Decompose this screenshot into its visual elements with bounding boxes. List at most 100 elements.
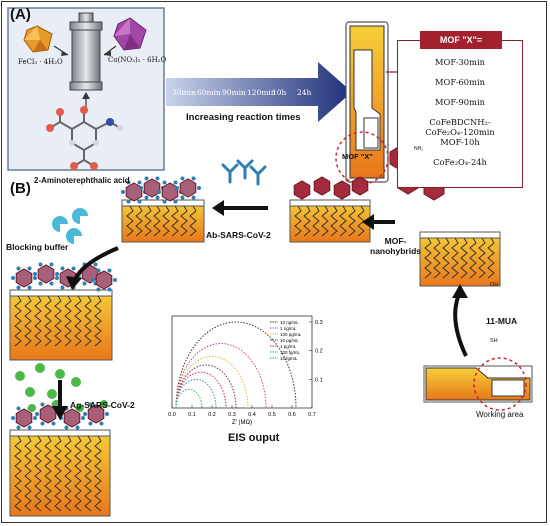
eis-legend-label: 1 ng/mL <box>280 326 297 331</box>
electrode-blocked <box>9 289 113 361</box>
sam-chain <box>64 295 72 347</box>
antibody-dot <box>82 281 87 286</box>
antibody-dot <box>126 199 131 204</box>
mof-particle <box>313 176 331 196</box>
mof-nano-label: MOF- nanohybrids <box>370 236 422 256</box>
sam-chain <box>94 295 102 347</box>
antibody-dot <box>71 266 76 271</box>
reaction-time-arrow <box>166 62 352 122</box>
eis-legend-label: 1 pg/mL <box>280 344 297 349</box>
eis-x-tick-label: 0.3 <box>228 412 236 418</box>
antibody-dot <box>27 266 32 271</box>
panel-b-label: (B) <box>10 180 31 197</box>
working-area-label: Working area <box>476 410 524 419</box>
mof-particle <box>143 178 161 198</box>
mof-particle <box>87 404 105 424</box>
antibody-dot <box>197 186 201 190</box>
bound-antigen <box>100 400 108 408</box>
arrow-mua-step <box>453 291 468 357</box>
electrode-final <box>9 429 111 517</box>
sam-chain <box>94 435 102 512</box>
sam-chain <box>44 295 52 347</box>
antibody-dot <box>113 278 117 282</box>
mof-particle <box>293 180 311 200</box>
antibody-dot <box>180 176 185 181</box>
antibody-dot <box>40 402 45 407</box>
sam-chain <box>321 205 329 237</box>
eis-series-0 <box>175 321 297 409</box>
eis-x-axis-label: Z' (MΩ) <box>232 420 252 426</box>
antibody-dot <box>75 425 80 430</box>
time-120min: 120min <box>247 88 276 97</box>
antibody-dot <box>155 176 160 181</box>
antibody-dot <box>51 421 56 426</box>
antibody-dot <box>144 195 149 200</box>
ag-label: Ag-SARS-CoV-2 <box>70 400 135 410</box>
antibody-dot <box>27 285 32 290</box>
antibody-dot <box>121 190 125 194</box>
time-10h: 10h <box>272 88 287 97</box>
antibody-dot <box>162 199 167 204</box>
time-30min: 30min <box>172 88 196 97</box>
eis-legend-label: 10 pg/mL <box>280 338 299 343</box>
sam-chain <box>64 435 72 512</box>
eis-series-2 <box>175 355 249 409</box>
times-caption: Increasing reaction times <box>186 112 301 123</box>
sam-chain <box>330 205 338 237</box>
time-24h: 24h <box>297 88 312 97</box>
working-area-highlight <box>473 357 527 411</box>
antibody-dot <box>16 285 21 290</box>
eis-series-1 <box>175 343 267 409</box>
antibody-dot <box>157 190 161 194</box>
atom-h <box>117 125 123 131</box>
mof-list-item: MOF-10h <box>440 137 480 147</box>
arrow-co-head <box>104 51 111 56</box>
bound-antigen <box>76 404 84 412</box>
antibody-dot <box>11 276 15 280</box>
antibody-dot <box>38 262 43 267</box>
antibody-icon <box>221 159 267 186</box>
antibody-dot <box>33 276 37 280</box>
antibody-dot <box>180 195 185 200</box>
mua-label: 11-MUA <box>486 316 518 326</box>
co-crystal-icon <box>113 17 147 51</box>
antibody-dot <box>93 262 98 267</box>
arrow-co <box>103 45 117 56</box>
antibody-dot <box>33 272 37 276</box>
bound-antigen <box>28 404 36 412</box>
antibody-dot <box>105 412 109 416</box>
antibody-dot <box>191 176 196 181</box>
antibody-dot <box>27 425 32 430</box>
time-90min: 90min <box>222 88 246 97</box>
mof-list-item: MOF-60min <box>435 77 485 87</box>
mof-particle <box>15 268 33 288</box>
blocking-buffer-icon <box>52 208 88 244</box>
eis-x-tick-label: 0.5 <box>268 412 276 418</box>
panel-a-label: (A) <box>10 6 31 23</box>
eis-x-tick-label: 0.2 <box>208 412 216 418</box>
sam-chain <box>442 237 450 279</box>
antibody-dot <box>16 406 21 411</box>
eis-series-3 <box>175 364 237 409</box>
sam-chain <box>487 237 495 279</box>
antibody-dot <box>35 412 39 416</box>
atom-o <box>56 108 64 116</box>
sam-chain <box>348 205 356 237</box>
eis-series-6 <box>175 388 203 409</box>
antibody-dot <box>173 180 178 185</box>
antibody-dot <box>49 262 54 267</box>
antibody-dot <box>60 285 65 290</box>
mof-list-title: MOF "X"= <box>420 31 502 49</box>
sam-chain <box>126 205 134 237</box>
eis-x-tick-label: 0.0 <box>168 412 176 418</box>
mof-particle <box>37 264 55 284</box>
autoclave-icon <box>69 12 103 91</box>
fecl-label: FeCl₃ · 4H₂O <box>18 58 63 66</box>
antibody-dot <box>38 281 43 286</box>
antibody-dot <box>49 281 54 286</box>
atom-o <box>70 162 78 170</box>
mof-particle <box>179 178 197 198</box>
sam-chain <box>84 435 92 512</box>
antibody-dot <box>91 278 95 282</box>
